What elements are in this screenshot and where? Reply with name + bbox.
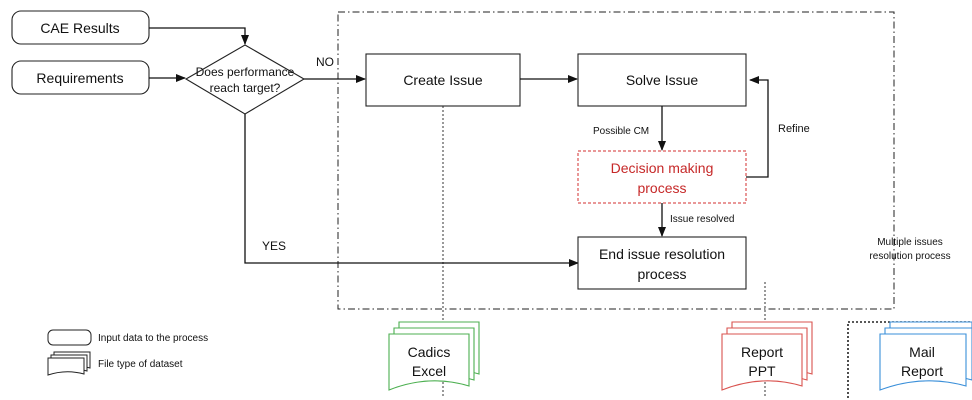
report-label-line2: PPT xyxy=(748,363,776,379)
cae-to-decision-arrow xyxy=(149,27,249,45)
legend-file-label: File type of dataset xyxy=(98,359,183,370)
yes-label: YES xyxy=(262,239,286,253)
report-ppt-document xyxy=(721,321,813,391)
issue-resolved-label: Issue resolved xyxy=(670,214,734,225)
solve-issue-label: Solve Issue xyxy=(626,72,699,88)
end-process-box xyxy=(577,236,747,290)
decision-making-label-line2: process xyxy=(637,180,686,196)
cadics-label-line1: Cadics xyxy=(408,344,451,360)
performance-decision-diamond xyxy=(184,44,306,115)
decision-text-line2: reach target? xyxy=(210,81,281,95)
legend-file-icon xyxy=(47,351,91,376)
legend-input-label: Input data to the process xyxy=(98,333,208,344)
refine-label: Refine xyxy=(778,123,810,135)
end-process-label-line1: End issue resolution xyxy=(599,246,725,262)
refine-loop-arrow xyxy=(746,76,769,178)
yes-arrow xyxy=(244,114,579,267)
solve-issue-box xyxy=(577,53,747,107)
no-label: NO xyxy=(316,55,334,69)
possible-cm-label: Possible CM xyxy=(593,126,649,137)
cadics-label-line2: Excel xyxy=(412,363,446,379)
create-issue-label: Create Issue xyxy=(403,72,483,88)
end-process-label-line2: process xyxy=(637,266,686,282)
multiple-issues-boundary xyxy=(847,321,972,398)
process-boundary xyxy=(337,11,895,310)
decision-text-line1: Does performance xyxy=(196,65,295,79)
mail-label-line1: Mail xyxy=(909,344,935,360)
multiple-issues-line2: resolution process xyxy=(869,251,950,262)
legend-input-swatch xyxy=(47,329,92,346)
multiple-issues-line1: Multiple issues xyxy=(877,237,943,248)
decision-making-box xyxy=(577,150,747,204)
decision-making-label-line1: Decision making xyxy=(611,160,714,176)
requirements-label: Requirements xyxy=(36,70,123,86)
report-label-line1: Report xyxy=(741,344,783,360)
mail-label-line2: Report xyxy=(901,363,943,379)
create-issue-box xyxy=(365,53,521,107)
cadics-excel-document xyxy=(388,321,480,391)
cae-results-label: CAE Results xyxy=(40,20,119,36)
